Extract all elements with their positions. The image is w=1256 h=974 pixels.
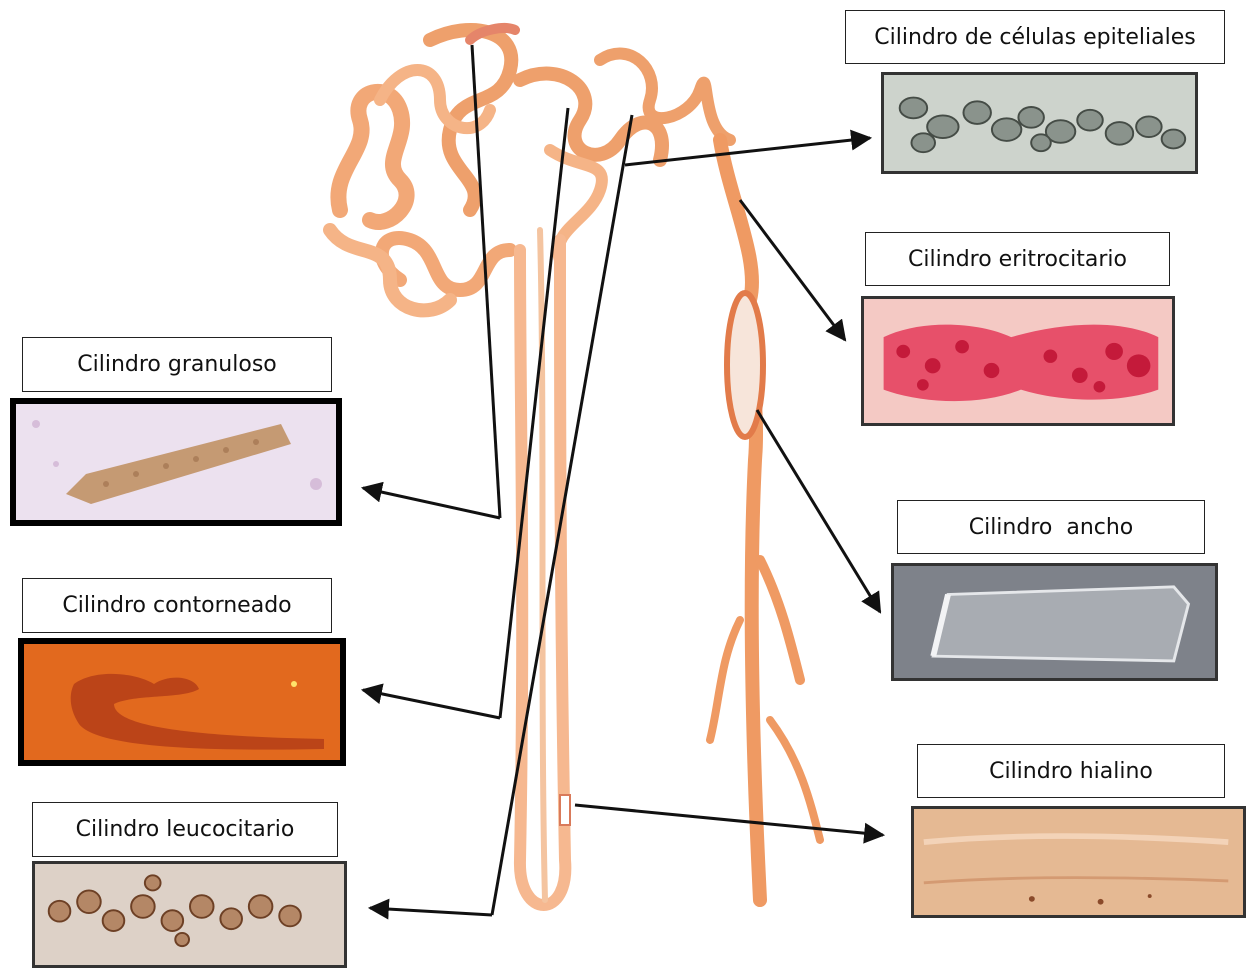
arrow-convoluted [363, 690, 500, 718]
convoluted-cast-photo [18, 638, 346, 766]
glomerulus-cluster [330, 28, 730, 310]
label-broad-cast: Cilindro ancho [897, 500, 1205, 554]
leukocyte-cast-photo [32, 861, 347, 968]
label-epithelial-cast: Cilindro de células epiteliales [845, 10, 1225, 64]
arrow-leukocyte [370, 908, 492, 915]
label-hyaline-cast: Cilindro hialino [917, 744, 1225, 798]
label-leukocyte-cast: Cilindro leucocitario [32, 802, 338, 857]
label-erythrocyte-cast: Cilindro eritrocitario [865, 232, 1170, 286]
label-convoluted-cast: Cilindro contorneado [22, 578, 332, 633]
erythrocyte-cast-photo [861, 296, 1175, 426]
arrow-broad [757, 410, 880, 612]
label-granular-cast: Cilindro granuloso [22, 337, 332, 392]
granular-cast-photo [10, 398, 342, 526]
arrow-hyaline [575, 805, 883, 835]
broad-cast-photo [891, 563, 1218, 681]
hyaline-cast-photo [911, 806, 1246, 918]
epithelial-cast-photo [881, 72, 1198, 174]
arrow-granular [363, 488, 500, 518]
